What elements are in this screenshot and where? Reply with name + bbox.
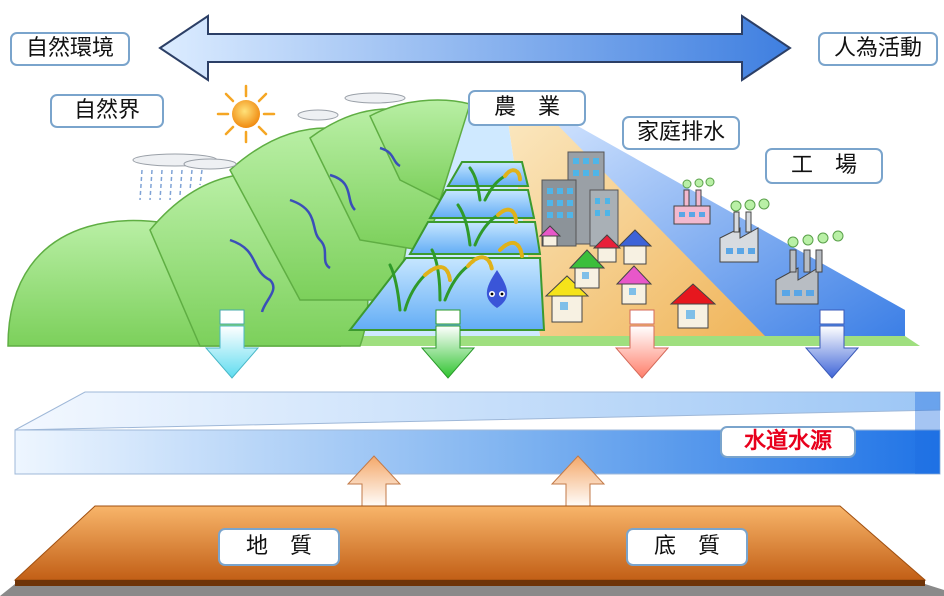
ground-slab — [0, 505, 944, 596]
mountains — [7, 99, 471, 347]
building-windows — [547, 158, 610, 218]
factory-label: 工 場 — [765, 148, 883, 184]
human-activity-label: 人為活動 — [818, 32, 938, 66]
house-windows — [560, 272, 695, 319]
arrow-down-nature — [204, 309, 260, 379]
smoke-icon — [682, 177, 844, 248]
factory-windows — [679, 212, 814, 296]
rain-icon — [139, 169, 203, 201]
household-label: 家庭排水 — [622, 116, 740, 150]
sun-icon — [216, 84, 276, 144]
geology-label: 地 質 — [218, 528, 340, 566]
cloud-icon — [132, 92, 406, 170]
agriculture-label: 農 業 — [468, 90, 586, 126]
river-icon — [229, 146, 401, 313]
sediment-label: 底 質 — [626, 528, 748, 566]
nature-label: 自然界 — [50, 94, 164, 128]
water-source-slab — [14, 391, 941, 475]
house-icon — [538, 225, 717, 329]
arrow-down-household — [614, 309, 670, 379]
natural-environment-label: 自然環境 — [10, 32, 130, 66]
rice-plant-icon — [388, 166, 524, 312]
double-arrow-icon — [158, 14, 792, 82]
arrow-down-factory — [804, 309, 860, 379]
arrow-down-agriculture — [420, 309, 476, 379]
water-drop-mascot-icon — [486, 270, 508, 308]
water-source-label: 水道水源 — [720, 426, 856, 458]
